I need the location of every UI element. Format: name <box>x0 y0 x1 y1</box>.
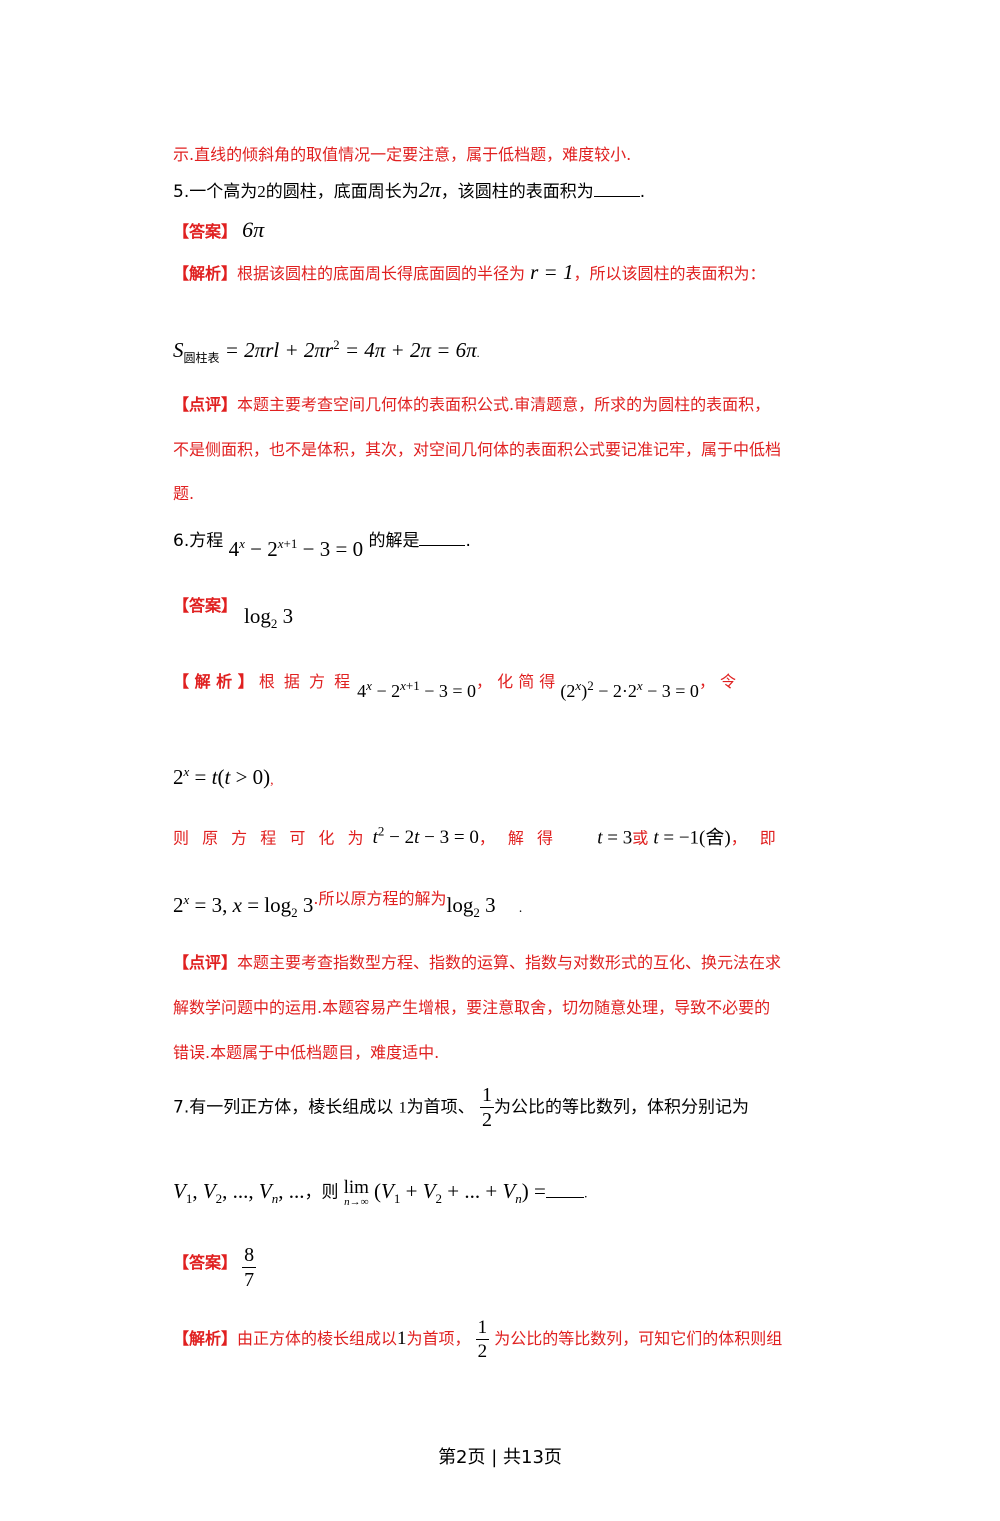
q5-comment: 【点评】本题主要考查空间几何体的表面积公式.审清题意，所求的为圆柱的表面积， <box>173 395 771 414</box>
q6-comment-line3: 错误.本题属于中低档题目，难度适中. <box>173 1043 440 1062</box>
q6-then: 则 原 方 程 可 化 为 t2 − 2t − 3 = 0， 解 得 t = 3… <box>173 824 780 849</box>
q6-answer: 【答案】 <box>173 596 238 615</box>
q5-height: 2 <box>257 182 266 201</box>
q5-text-b: 的圆柱，底面周长为 <box>265 182 419 202</box>
analysis-label: 【解析】 <box>173 264 238 283</box>
q6-blank <box>419 529 466 546</box>
q6-final: 2x = 3, x = log2 3.所以原方程的解为log2 3 . <box>173 889 523 921</box>
q7-blank <box>545 1181 584 1198</box>
question-6: 6.方程 4x − 2x+1 − 3 = 0 的解是. <box>173 529 471 561</box>
q5-radius: r = 1 <box>530 260 574 284</box>
question-5: 5.一个高为2的圆柱，底面周长为2π，该圆柱的表面积为. <box>173 177 646 203</box>
q5-comment-line2: 不是侧面积，也不是体积，其次，对空间几何体的表面积公式要记准记牢，属于中低档 <box>173 440 782 459</box>
q5-circumference: 2π <box>418 177 441 202</box>
q5-answer: 【答案】 6π <box>173 217 265 242</box>
q6-comment-line2: 解数学问题中的运用.本题容易产生增根，要注意取舍，切勿随意处理，导致不必要的 <box>173 998 771 1017</box>
q5-comment-line3: 题. <box>173 484 195 503</box>
page-footer: 第2页 | 共13页 <box>438 1447 562 1468</box>
q5-blank <box>593 180 640 197</box>
q5-text-c: ，该圆柱的表面积为 <box>440 182 594 202</box>
comment-label: 【点评】 <box>173 395 238 414</box>
q5-text-a: 5.一个高为 <box>173 182 258 202</box>
answer-label: 【答案】 <box>173 222 238 241</box>
intro-line: 示.直线的倾斜角的取值情况一定要注意，属于低档题，难度较小. <box>173 145 632 164</box>
q6-substitution: 2x = t(t > 0), <box>173 764 274 789</box>
q6-comment: 【点评】本题主要考查指数型方程、指数的运算、指数与对数形式的互化、换元法在求 <box>173 953 782 972</box>
q5-formula: S圆柱表 = 2πrl + 2πr2 = 4π + 2π = 6π. <box>173 337 480 366</box>
q6-answer-value: log2 3 <box>244 604 294 632</box>
q6-analysis: 【 解 析 】 根 据 方 程 4x − 2x+1 − 3 = 0， 化 简 得… <box>173 672 737 701</box>
q5-answer-value: 6π <box>242 217 265 242</box>
q5-analysis: 【解析】根据该圆柱的底面周长得底面圆的半径为 r = 1，所以该圆柱的表面积为： <box>173 260 766 284</box>
